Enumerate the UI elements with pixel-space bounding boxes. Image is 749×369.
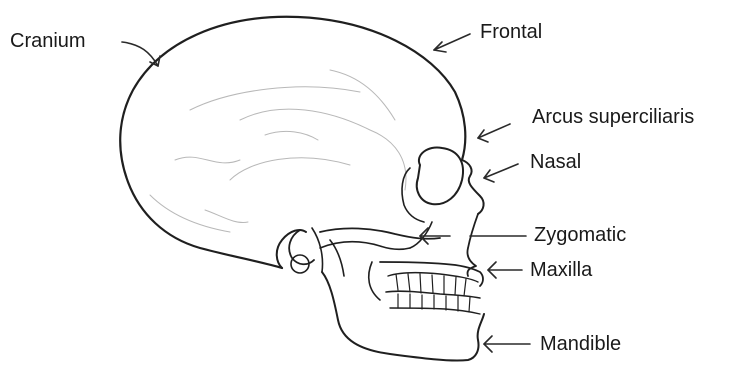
- cranium-arrow: [122, 42, 158, 66]
- label-cranium: Cranium: [10, 30, 86, 52]
- lower-teeth: [390, 294, 480, 314]
- label-nasal: Nasal: [530, 151, 581, 173]
- cranium-outline: [120, 17, 465, 268]
- label-zygomatic: Zygomatic: [534, 224, 626, 246]
- annotation-labels: Cranium Frontal Arcus superciliaris Nasa…: [10, 21, 694, 355]
- label-frontal: Frontal: [480, 21, 542, 43]
- label-mandible: Mandible: [540, 333, 621, 355]
- label-maxilla: Maxilla: [530, 259, 593, 281]
- label-arcus: Arcus superciliaris: [532, 106, 694, 128]
- mandible-outline: [322, 272, 484, 361]
- skull-illustration: [120, 17, 484, 361]
- brow-ridge: [462, 160, 484, 214]
- orbit: [417, 147, 463, 204]
- annotation-arrows: [122, 34, 530, 352]
- upper-teeth: [388, 273, 478, 296]
- frontal-arrow: [434, 34, 470, 50]
- cranium-texture: [150, 70, 406, 232]
